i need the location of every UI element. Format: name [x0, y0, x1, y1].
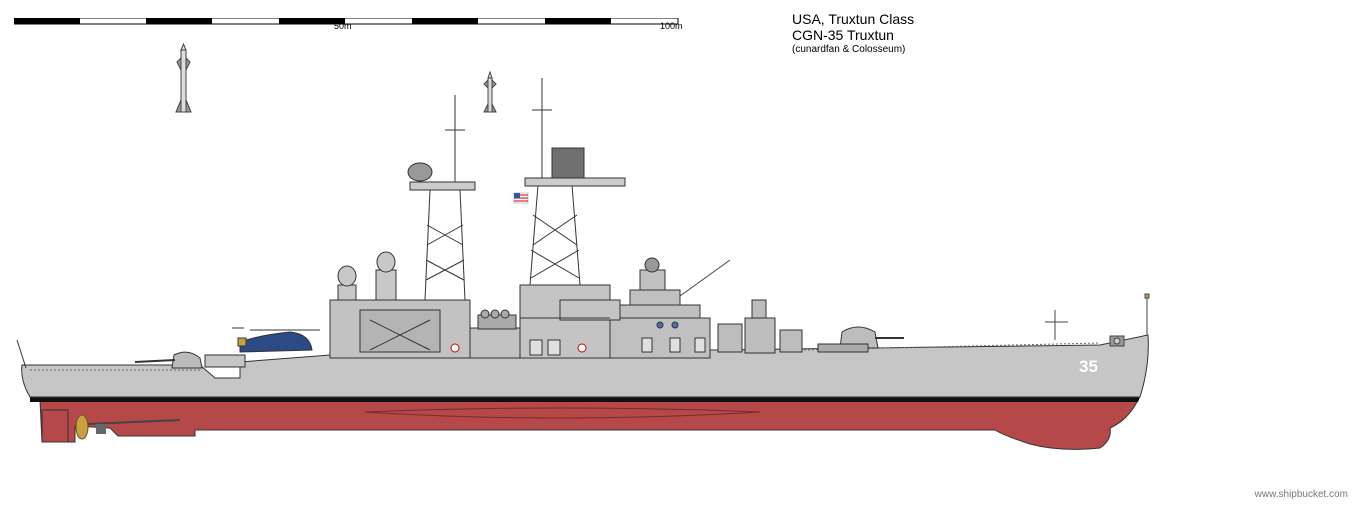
aft-gun-mount: [134, 351, 246, 369]
central-superstructure: [519, 284, 621, 359]
stern-staff: [16, 339, 27, 369]
title-credit: (cunardfan & Colosseum): [792, 44, 906, 55]
title-ship-name: CGN-35 Truxtun: [792, 27, 894, 43]
hull-number: 35: [1079, 357, 1098, 376]
us-flag: [513, 192, 529, 204]
scale-label-mid: 50m: [334, 21, 352, 31]
aft-fire-control-radars: [337, 251, 397, 301]
boot-topping: [30, 397, 1140, 402]
title-class: USA, Truxtun Class: [792, 11, 915, 27]
hull-underbody: [30, 399, 1139, 450]
rudder: [41, 409, 69, 443]
missile-illustration-left: [175, 42, 192, 113]
forward-launcher: [717, 299, 803, 354]
forward-gun-mount: [817, 326, 904, 353]
asroc-launcher: [477, 309, 517, 330]
forward-lattice-mast: [524, 78, 626, 286]
scale-bar-graphic: [13, 17, 679, 25]
scale-bar: 50m 100m: [13, 13, 683, 31]
deck-railings: [30, 342, 1101, 371]
helicopter: [232, 327, 320, 353]
aft-superstructure: [329, 299, 521, 359]
missile-illustration-right: [483, 70, 497, 113]
propeller: [75, 414, 181, 440]
forward-superstructure: [609, 257, 731, 359]
title-block: USA, Truxtun Class CGN-35 Truxtun (cunar…: [792, 11, 914, 56]
bow-fittings: [1045, 293, 1150, 347]
scale-label-end: 100m: [660, 21, 683, 31]
keel-bulge: [364, 407, 761, 419]
watermark: www.shipbucket.com: [1254, 489, 1348, 500]
aft-lattice-mast: [407, 95, 476, 301]
